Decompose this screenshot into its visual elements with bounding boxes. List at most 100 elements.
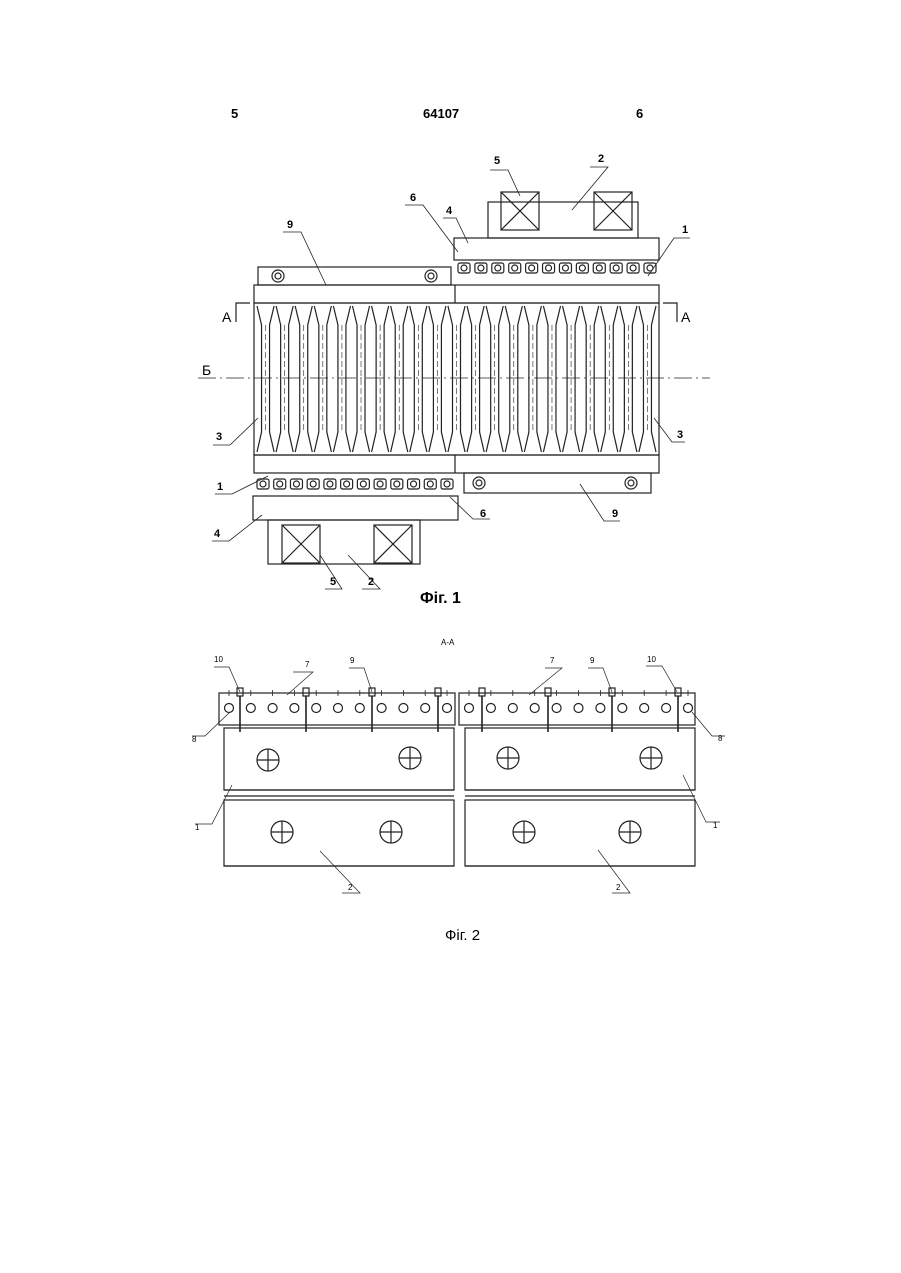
label-4-bottom: 4 <box>214 528 221 540</box>
plate-edge <box>499 306 504 452</box>
plate <box>372 306 389 452</box>
plate-edge <box>556 306 561 452</box>
plate-edge <box>651 306 656 452</box>
section-letter-left: А <box>222 309 232 325</box>
plate <box>333 306 350 452</box>
bolt-hole <box>443 704 452 713</box>
label-1-top: 1 <box>682 224 688 236</box>
plate-edge <box>537 306 542 452</box>
label-5-bottom: 5 <box>330 576 336 588</box>
plate-edge <box>543 306 548 452</box>
section-letter-right: А <box>681 309 691 325</box>
plate <box>410 306 427 452</box>
bolt-head <box>303 688 309 696</box>
nut-hole <box>630 265 636 271</box>
label-3-left: 3 <box>216 431 222 443</box>
plate <box>524 306 541 452</box>
plate-holes <box>257 747 662 843</box>
beam-top-left <box>258 267 451 285</box>
nut-hole <box>327 481 333 487</box>
section-mark-left <box>236 303 250 322</box>
bolt-hole <box>225 704 234 713</box>
plate <box>314 306 331 452</box>
label-4-top: 4 <box>446 205 453 217</box>
bar-top <box>254 285 659 303</box>
nut-hole <box>562 265 568 271</box>
label-2-bottom: 2 <box>368 576 374 588</box>
nut-hole <box>260 481 266 487</box>
beam-bottom-left <box>253 496 458 520</box>
label-1-right: 1 <box>713 821 718 830</box>
plate-edge <box>422 306 427 452</box>
label-9-bottom: 9 <box>612 508 618 520</box>
plate-edge <box>448 306 453 452</box>
label-8-left: 8 <box>192 735 197 744</box>
label-1-left: 1 <box>195 823 200 832</box>
plate <box>563 306 580 452</box>
beam-top-right <box>454 238 659 260</box>
plate-2-left <box>224 800 454 866</box>
bolt-hole <box>574 704 583 713</box>
plate-1-left <box>224 728 454 790</box>
bolt-hole <box>268 704 277 713</box>
section-title: А-А <box>441 638 454 647</box>
label-1-bottom: 1 <box>217 481 223 493</box>
nut-hole <box>495 265 501 271</box>
plate <box>257 306 274 452</box>
plate-edge <box>314 306 319 452</box>
plate-edge <box>333 306 338 452</box>
nut-hole <box>411 481 417 487</box>
plate-2-right <box>465 800 695 866</box>
plate <box>467 306 484 452</box>
plate <box>620 306 637 452</box>
plate-edge <box>308 306 313 452</box>
nut-hole <box>293 481 299 487</box>
bolt-hole <box>334 704 343 713</box>
plate-edge <box>613 306 618 452</box>
plate-edge <box>257 306 262 452</box>
plate <box>429 306 446 452</box>
plate-edge <box>467 306 472 452</box>
bolt-hole <box>246 704 255 713</box>
bolt-head <box>435 688 441 696</box>
nut-hole <box>427 481 433 487</box>
plate-edge <box>639 306 644 452</box>
bolt-head <box>675 688 681 696</box>
plate-edge <box>524 306 529 452</box>
nut-hole <box>394 481 400 487</box>
nut-row-top <box>458 263 656 273</box>
plate-edge <box>372 306 377 452</box>
plate-edge <box>295 306 300 452</box>
plate-edge <box>346 306 351 452</box>
bolt-hole <box>312 704 321 713</box>
nut-hole <box>377 481 383 487</box>
plate <box>639 306 656 452</box>
figure-2: 10 7 9 7 9 10 8 8 1 1 2 2 <box>192 655 725 893</box>
plate <box>486 306 503 452</box>
plate <box>601 306 618 452</box>
plate-edge <box>289 306 294 452</box>
plate-edge <box>276 306 281 452</box>
beam-bottom-right <box>464 473 651 493</box>
section-mark-right <box>663 303 677 322</box>
plate-edge <box>601 306 606 452</box>
plate-edge <box>327 306 332 452</box>
nut-hole <box>461 265 467 271</box>
plate-edge <box>429 306 434 452</box>
label-10-left: 10 <box>214 655 223 664</box>
label-2-right: 2 <box>616 883 621 892</box>
nut-hole <box>310 481 316 487</box>
bolt-hole <box>684 704 693 713</box>
plate-edge <box>480 306 485 452</box>
figure-1-caption: Фіг. 1 <box>420 590 461 608</box>
nut-hole <box>596 265 602 271</box>
nut-hole <box>360 481 366 487</box>
bar-7-left <box>219 693 455 725</box>
plate-edge <box>505 306 510 452</box>
plates <box>257 306 656 452</box>
bar-7-right <box>459 693 695 725</box>
bolt-head <box>545 688 551 696</box>
bar-bottom <box>254 455 659 473</box>
label-9-left: 9 <box>350 656 355 665</box>
axis-letter: Б <box>202 362 211 378</box>
